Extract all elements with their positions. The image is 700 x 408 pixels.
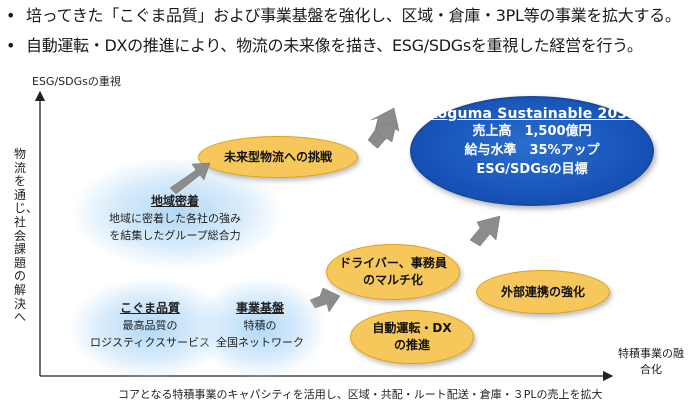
initiative-auto-line-2: の推進 [393, 338, 430, 352]
initiative-auto: 自動運転・DX の推進 [350, 310, 474, 364]
initiative-future: 未来型物流への挑戦 [198, 136, 358, 178]
foundation-base: 事業基盤 特積の 全国ネットワーク [190, 300, 330, 351]
bullet-dot: • [6, 36, 16, 55]
foundation-quality-line-1: 最高品質の [122, 319, 178, 332]
initiative-external-label: 外部連携の強化 [500, 284, 585, 299]
bullet-dot: • [6, 6, 16, 25]
arrow-local-to-future [169, 162, 211, 195]
x-axis-label: 特積事業の融合化 [618, 347, 684, 376]
initiative-driver-line-1: ドライバー、事務員 [339, 256, 447, 270]
goal-title: Koguma Sustainable 2030 [426, 106, 638, 122]
foundation-local-line-2: を結集したグループ総合力 [109, 229, 241, 242]
y-axis-label: ESG/SDGsの重視 [32, 75, 121, 88]
initiative-driver-line-2: のマルチ化 [362, 273, 423, 287]
bullet-2-text: 自動運転・DXの推進により、物流の未来像を描き、ESG/SDGsを重視した経営を… [26, 36, 643, 55]
arrow-goal-entry [371, 119, 398, 149]
foundation-quality-line-2: ロジスティクスサービス [89, 336, 210, 349]
goal-ellipse: Koguma Sustainable 2030 売上高 1,500億円 給与水準… [410, 96, 654, 206]
goal-line-sales: 売上高 1,500億円 [472, 124, 592, 139]
initiative-auto-line-1: 自動運転・DX [372, 321, 452, 335]
goal-line-esg: ESG/SDGsの目標 [476, 162, 588, 177]
bullet-1: • 培ってきた「こぐま品質」および事業基盤を強化し、区域・倉庫・3PL等の事業を拡… [6, 6, 681, 26]
foundation-quality: こぐま品質 最高品質の ロジスティクスサービス [60, 300, 240, 351]
initiative-future-label: 未来型物流への挑戦 [223, 149, 332, 164]
foundation-base-line-2: 全国ネットワーク [216, 336, 304, 349]
foundation-base-line-1: 特積の [243, 319, 277, 332]
foundation-local-line-1: 地域に密着した各社の強み [109, 212, 241, 225]
foundation-local-title: 地域密着 [150, 194, 199, 208]
foundation-local: 地域密着 地域に密着した各社の強み を結集したグループ総合力 [60, 193, 290, 244]
foundation-quality-title: こぐま品質 [119, 301, 180, 315]
bullet-1-text: 培ってきた「こぐま品質」および事業基盤を強化し、区域・倉庫・3PL等の事業を拡大… [26, 6, 681, 25]
x-axis-caption: コアとなる特積事業のキャパシティを活用し、区域・共配・ルート配送・倉庫・３PLの… [118, 388, 603, 401]
arrow-to-goal-right [469, 215, 501, 247]
glow-base [196, 278, 326, 378]
foundation-base-title: 事業基盤 [235, 301, 284, 315]
bullet-2: • 自動運転・DXの推進により、物流の未来像を描き、ESG/SDGsを重視した経営… [6, 36, 643, 56]
goal-line-salary: 給与水準 35%アップ [464, 143, 600, 158]
initiative-external: 外部連携の強化 [476, 270, 610, 314]
initiative-driver: ドライバー、事務員 のマルチ化 [326, 244, 460, 300]
